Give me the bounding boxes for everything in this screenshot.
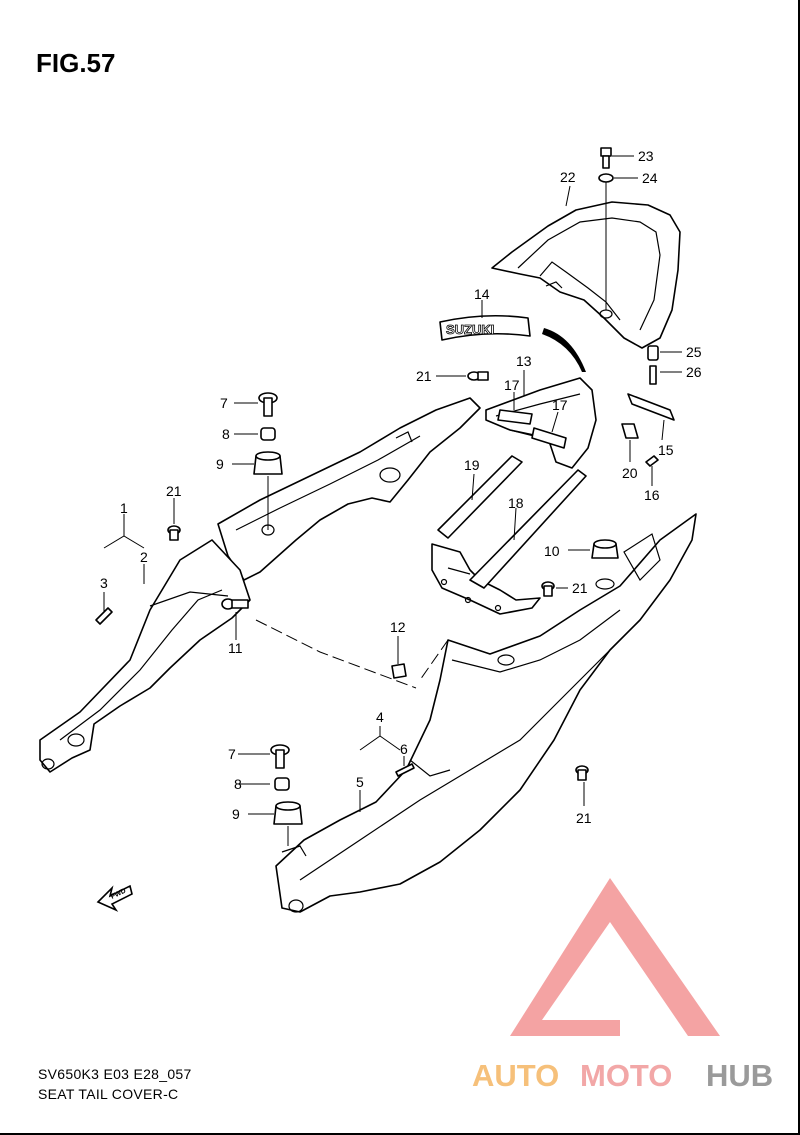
part-8-collar-upper — [260, 427, 276, 441]
tail-seal-strip — [542, 328, 586, 372]
callout-2: 2 — [140, 549, 148, 565]
callout-21-lower: 21 — [576, 810, 592, 826]
part-7-screw-lower — [270, 744, 290, 769]
callout-22: 22 — [560, 169, 576, 185]
callout-9-upper: 9 — [216, 456, 224, 472]
callout-26: 26 — [686, 364, 702, 380]
part-6-cushion — [395, 763, 415, 777]
callout-21-upper: 21 — [416, 368, 432, 384]
part-26-screw — [649, 365, 657, 385]
callout-15: 15 — [658, 442, 674, 458]
guide-dashed-left — [255, 619, 417, 689]
watermark-brand-hub: HUB — [706, 1058, 773, 1093]
callout-14: 14 — [474, 286, 490, 302]
part-9-grommet-lower — [273, 801, 303, 825]
part-13-frame-bracket — [485, 377, 597, 469]
model-code: SV650K3 E03 E28_057 — [38, 1066, 192, 1082]
callout-21-center: 21 — [572, 580, 588, 596]
callout-18: 18 — [508, 495, 524, 511]
callout-25: 25 — [686, 344, 702, 360]
part-18-tray — [431, 469, 587, 615]
part-21-rivet-d — [575, 765, 589, 781]
callout-labels: 23 24 22 14 25 26 21 13 17 17 7 8 9 15 2… — [100, 148, 702, 826]
callout-24: 24 — [642, 170, 658, 186]
part-22-seat-tail-cover — [491, 201, 681, 349]
callout-8-lower: 8 — [234, 776, 242, 792]
callout-20: 20 — [622, 465, 638, 481]
callout-12: 12 — [390, 619, 406, 635]
diagram-name: SEAT TAIL COVER-C — [38, 1086, 179, 1102]
part-14-suzuki-emblem: SUZUKI — [439, 314, 531, 341]
part-10-grommet — [591, 539, 619, 590]
callout-11: 11 — [228, 640, 243, 656]
part-9-grommet-upper — [253, 451, 283, 475]
part-15-cushion-strip — [627, 393, 675, 421]
callout-7-upper: 7 — [220, 395, 228, 411]
callout-6: 6 — [400, 741, 408, 757]
callout-5: 5 — [356, 774, 364, 790]
part-11-screw — [221, 598, 249, 610]
callout-17-left: 17 — [504, 377, 520, 393]
part-5-tail-cover-right — [275, 513, 697, 913]
callout-16: 16 — [644, 487, 660, 503]
callout-17-right: 17 — [552, 397, 568, 413]
part-8-collar-lower — [274, 777, 290, 791]
fwd-arrow-icon: FWD — [96, 884, 133, 912]
callout-3: 3 — [100, 575, 108, 591]
watermark-triangle-logo-icon — [510, 878, 720, 1036]
figure-title: FIG.57 — [36, 48, 116, 78]
automotohub-watermark: AUTO MOTO HUB — [472, 878, 773, 1093]
part-7-screw-upper — [258, 392, 278, 417]
callout-21-left: 21 — [166, 483, 182, 499]
callout-9-lower: 9 — [232, 806, 240, 822]
callout-23: 23 — [638, 148, 654, 164]
part-16-cushion — [645, 455, 659, 467]
part-19-seal-strip — [437, 455, 523, 539]
part-21-rivet-c — [541, 581, 555, 597]
part-17-cushion-a — [497, 409, 533, 425]
callout-1: 1 — [120, 500, 128, 516]
callout-19: 19 — [464, 457, 480, 473]
watermark-brand-moto: MOTO — [580, 1058, 672, 1093]
part-20-clip — [621, 423, 639, 439]
part-21-rivet-b — [167, 525, 181, 541]
callout-10: 10 — [544, 543, 560, 559]
callout-8-upper: 8 — [222, 426, 230, 442]
leader-lines — [103, 155, 682, 815]
part-17-cushion-b — [531, 427, 567, 449]
part-21-rivet-a — [467, 371, 489, 381]
callout-13: 13 — [516, 353, 532, 369]
callout-4: 4 — [376, 709, 384, 725]
part-12-nut-clip — [391, 663, 407, 679]
watermark-brand-auto: AUTO — [472, 1058, 559, 1093]
callout-7-lower: 7 — [228, 746, 236, 762]
guide-dashed-center — [419, 639, 449, 681]
emblem-text: SUZUKI — [446, 322, 494, 337]
part-23-bolt — [600, 147, 612, 169]
part-25-spacer — [647, 345, 659, 361]
part-2-side-cover-left — [39, 539, 251, 773]
part-24-washer — [598, 173, 614, 183]
